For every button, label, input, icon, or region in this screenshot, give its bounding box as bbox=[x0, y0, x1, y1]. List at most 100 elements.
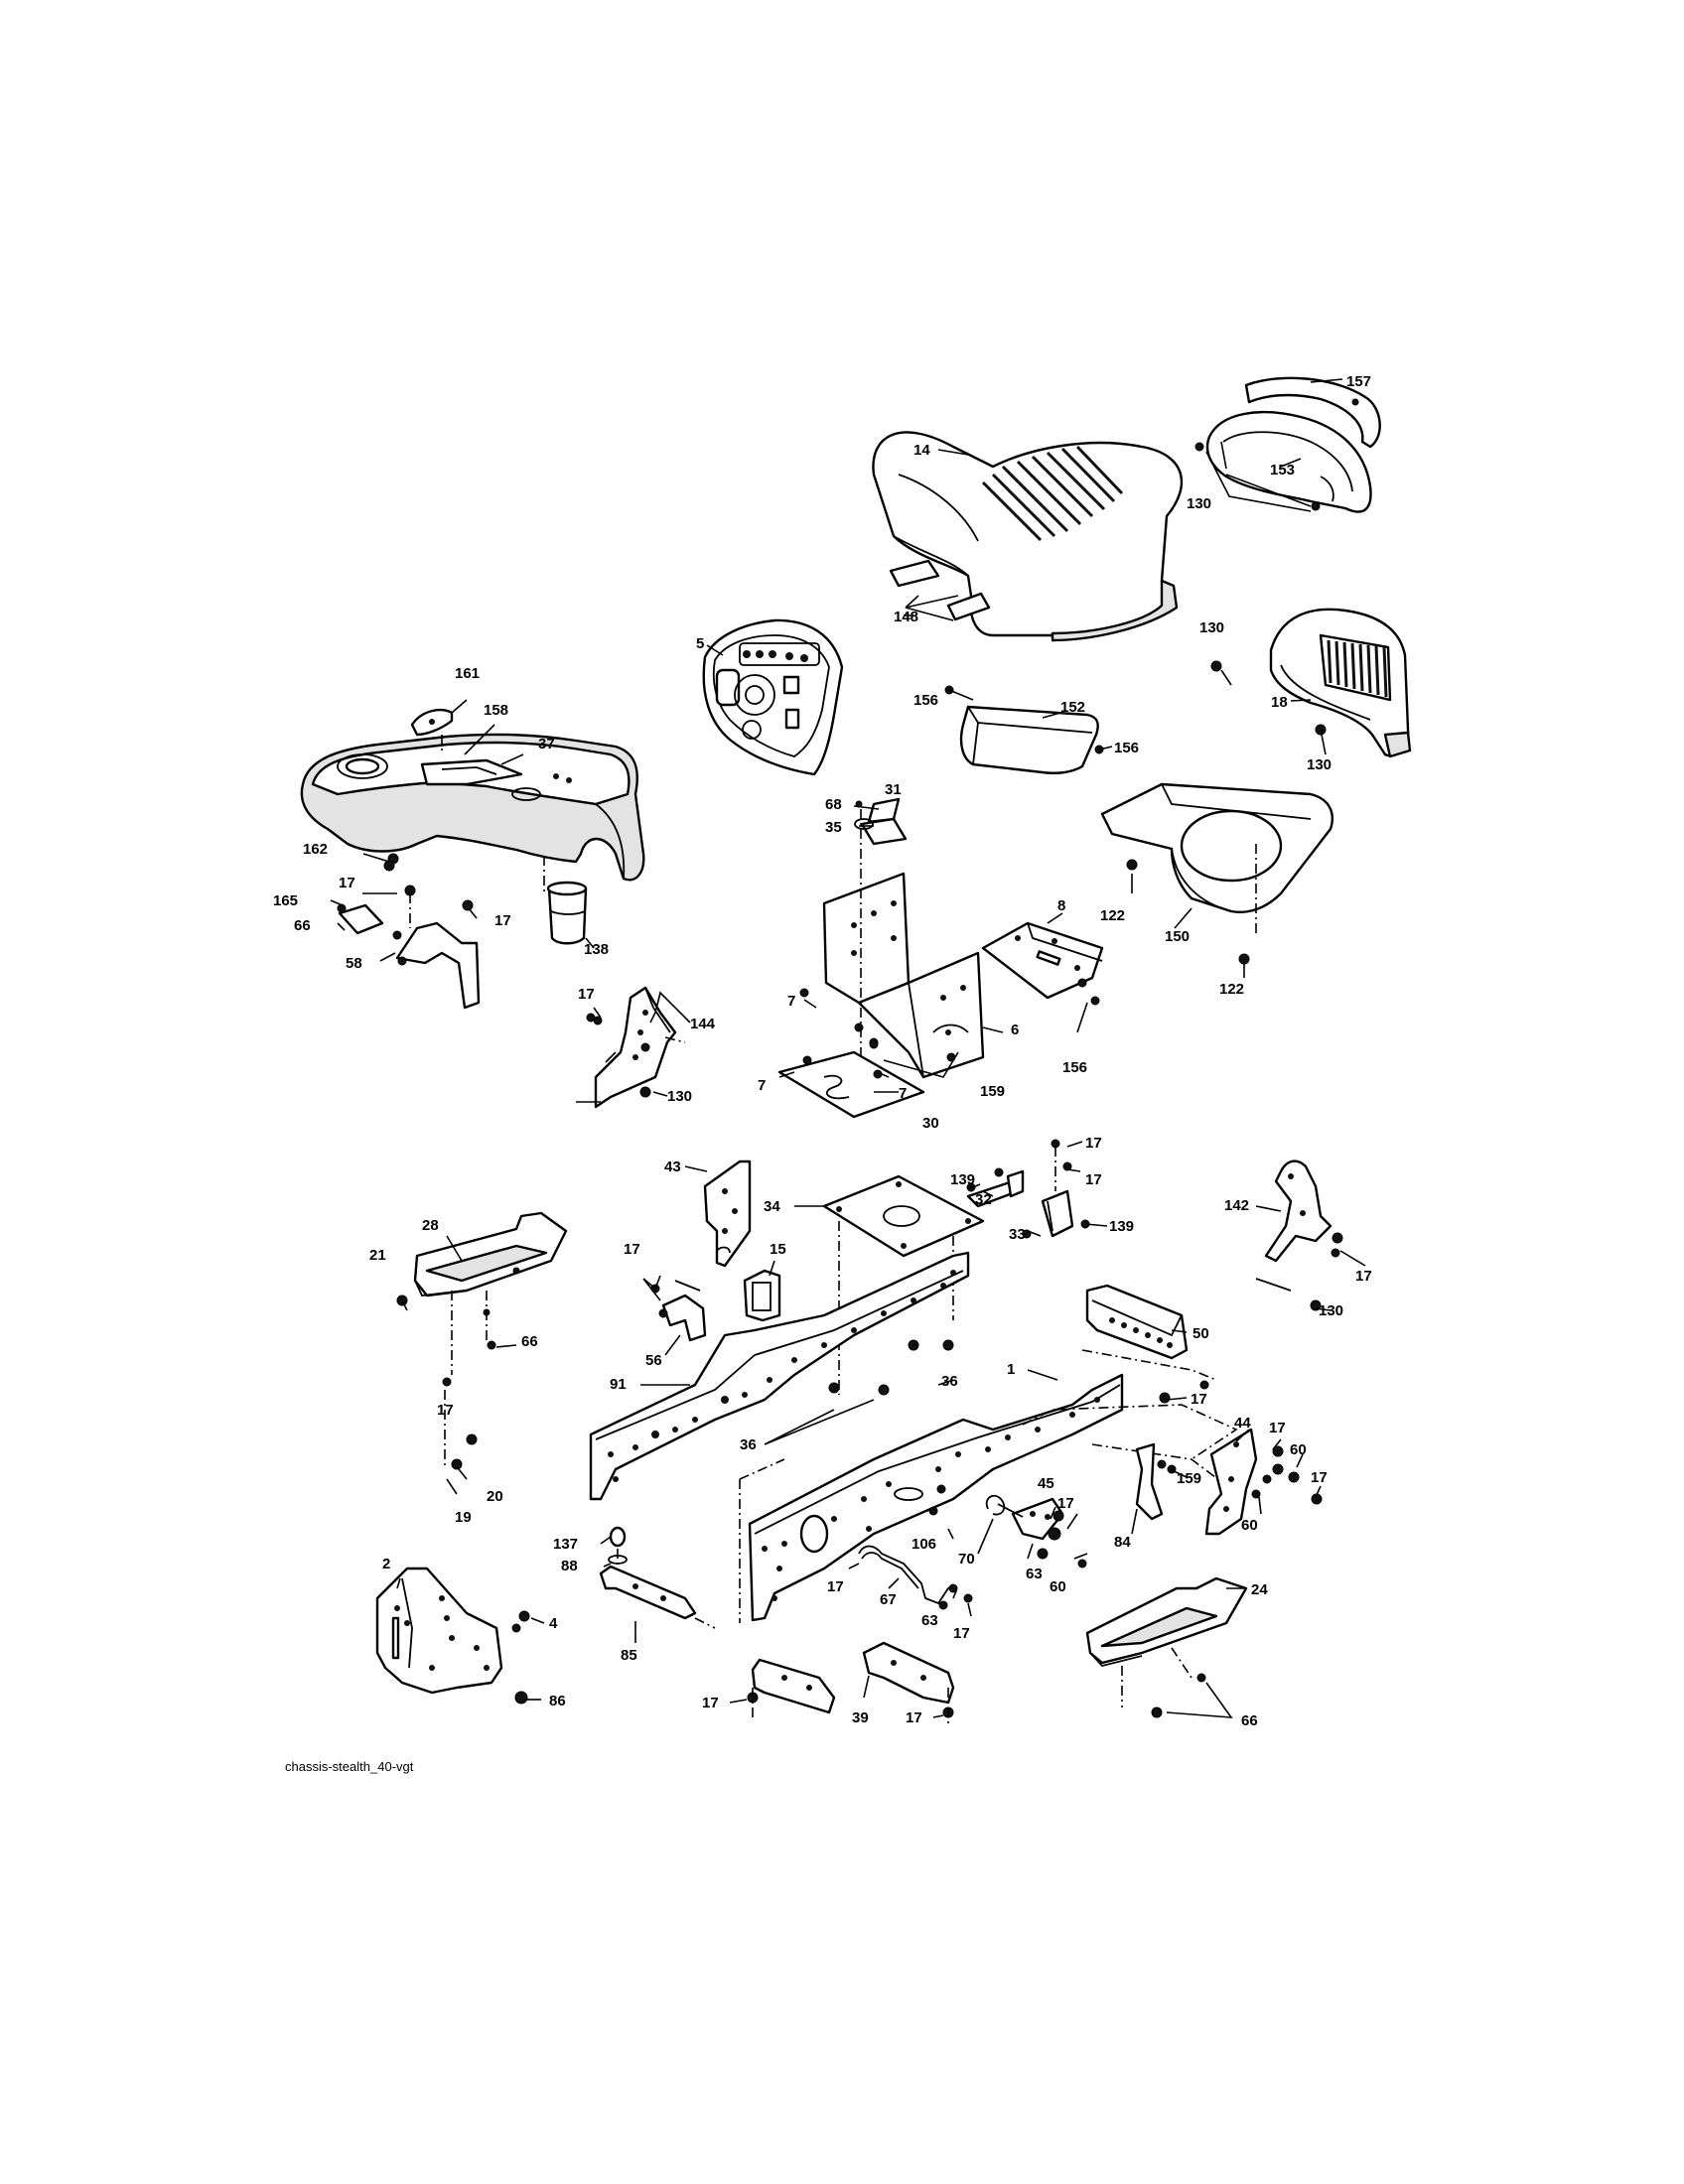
callout-66: 66 bbox=[1241, 1712, 1258, 1729]
callout-7: 7 bbox=[787, 993, 795, 1010]
dash-panel-part-5 bbox=[702, 618, 844, 776]
callout-84: 84 bbox=[1114, 1534, 1131, 1551]
callout-1: 1 bbox=[1007, 1361, 1015, 1378]
bracket-part-39 bbox=[747, 1641, 955, 1727]
callout-122: 122 bbox=[1219, 981, 1244, 998]
callout-17: 17 bbox=[339, 875, 355, 891]
frame-rail-part-1 bbox=[748, 1373, 1171, 1622]
callout-106: 106 bbox=[912, 1536, 936, 1553]
diagram-caption: chassis-stealth_40-vgt bbox=[285, 1759, 414, 1774]
callout-150: 150 bbox=[1165, 928, 1190, 945]
fuel-gauge-part-161 bbox=[410, 709, 454, 754]
callout-60: 60 bbox=[1290, 1441, 1307, 1458]
callout-60: 60 bbox=[1050, 1578, 1066, 1595]
callout-6: 6 bbox=[1011, 1022, 1019, 1038]
bracket-part-43 bbox=[703, 1160, 752, 1268]
callout-58: 58 bbox=[346, 955, 362, 972]
callout-17: 17 bbox=[906, 1709, 922, 1726]
hood-vent-grille bbox=[981, 445, 1124, 542]
callout-31: 31 bbox=[885, 781, 902, 798]
callout-33: 33 bbox=[1009, 1226, 1026, 1243]
callout-35: 35 bbox=[825, 819, 842, 836]
callout-17: 17 bbox=[1269, 1420, 1286, 1436]
callout-4: 4 bbox=[549, 1615, 558, 1632]
callout-5: 5 bbox=[696, 635, 704, 652]
callout-88: 88 bbox=[561, 1558, 578, 1574]
callout-36: 36 bbox=[941, 1373, 958, 1390]
callout-130: 130 bbox=[1199, 619, 1224, 636]
frame-rail-part-91 bbox=[589, 1251, 970, 1501]
callout-50: 50 bbox=[1193, 1325, 1209, 1342]
callout-159: 159 bbox=[980, 1083, 1005, 1100]
callout-156: 156 bbox=[1062, 1059, 1087, 1076]
callout-159: 159 bbox=[1177, 1470, 1201, 1487]
callout-17: 17 bbox=[578, 986, 595, 1003]
callout-157: 157 bbox=[1346, 373, 1371, 390]
callout-17: 17 bbox=[827, 1578, 844, 1595]
front-grille-part-18 bbox=[1210, 608, 1412, 758]
callout-17: 17 bbox=[1085, 1135, 1102, 1152]
callout-138: 138 bbox=[584, 941, 609, 958]
callout-14: 14 bbox=[913, 442, 930, 459]
callout-17: 17 bbox=[1191, 1391, 1207, 1408]
callout-32: 32 bbox=[975, 1191, 992, 1208]
bracket-part-85 bbox=[599, 1526, 716, 1629]
dash-support-part-6 bbox=[799, 872, 985, 1079]
callout-162: 162 bbox=[303, 841, 328, 858]
callout-152: 152 bbox=[1060, 699, 1085, 716]
callout-165: 165 bbox=[273, 892, 298, 909]
callout-130: 130 bbox=[667, 1088, 692, 1105]
front-grille-slats bbox=[1327, 639, 1388, 698]
callout-17: 17 bbox=[437, 1402, 454, 1419]
callout-63: 63 bbox=[1026, 1566, 1043, 1582]
callout-24: 24 bbox=[1251, 1581, 1268, 1598]
callout-144: 144 bbox=[690, 1016, 716, 1032]
cup-holder-part-138 bbox=[546, 881, 588, 945]
bracket-part-142 bbox=[1255, 1160, 1343, 1311]
callout-17: 17 bbox=[1311, 1469, 1328, 1486]
bracket-part-58 bbox=[337, 853, 481, 1010]
callout-156: 156 bbox=[1114, 740, 1139, 756]
callout-labels: 157 14 153 130 148 5 130 152 156 156 18 … bbox=[273, 373, 1372, 1729]
callout-122: 122 bbox=[1100, 907, 1125, 924]
fender-part-37 bbox=[300, 733, 645, 893]
callout-34: 34 bbox=[764, 1198, 780, 1215]
bracket-part-84 bbox=[1135, 1442, 1167, 1521]
callout-44: 44 bbox=[1234, 1415, 1251, 1432]
battery-part-152 bbox=[944, 685, 1104, 774]
callout-148: 148 bbox=[894, 609, 918, 625]
callout-8: 8 bbox=[1057, 897, 1065, 914]
callout-130: 130 bbox=[1319, 1302, 1343, 1319]
callout-86: 86 bbox=[549, 1693, 566, 1709]
callout-158: 158 bbox=[484, 702, 508, 719]
callout-56: 56 bbox=[645, 1352, 662, 1369]
footrest-part-28 bbox=[396, 1211, 568, 1469]
callout-28: 28 bbox=[422, 1217, 439, 1234]
callout-66: 66 bbox=[521, 1333, 538, 1350]
pedal-bracket-part-56 bbox=[650, 1280, 707, 1342]
spring-part-70 bbox=[985, 1494, 1024, 1518]
callout-2: 2 bbox=[382, 1556, 390, 1572]
bumper-part-50 bbox=[1081, 1284, 1217, 1381]
rod-part-67 bbox=[858, 1506, 973, 1610]
callout-17: 17 bbox=[494, 912, 511, 929]
bracket-part-45 bbox=[1011, 1497, 1087, 1569]
mounting-plate-part-8 bbox=[981, 921, 1104, 1006]
callout-139: 139 bbox=[950, 1171, 975, 1188]
callout-139: 139 bbox=[1109, 1218, 1134, 1235]
callout-7: 7 bbox=[758, 1077, 766, 1094]
callout-70: 70 bbox=[958, 1551, 975, 1568]
callout-60: 60 bbox=[1241, 1517, 1258, 1534]
callout-36: 36 bbox=[740, 1436, 757, 1453]
callout-17: 17 bbox=[1085, 1171, 1102, 1188]
plate-part-2 bbox=[375, 1567, 530, 1705]
frame-dash bbox=[1022, 1404, 1238, 1460]
callout-37: 37 bbox=[538, 736, 555, 752]
leader-lines bbox=[330, 378, 1366, 1718]
callout-21: 21 bbox=[369, 1247, 386, 1264]
callout-85: 85 bbox=[621, 1647, 637, 1664]
callout-142: 142 bbox=[1224, 1197, 1249, 1214]
callout-130: 130 bbox=[1307, 756, 1332, 773]
bracket-part-33 bbox=[1022, 1139, 1090, 1239]
